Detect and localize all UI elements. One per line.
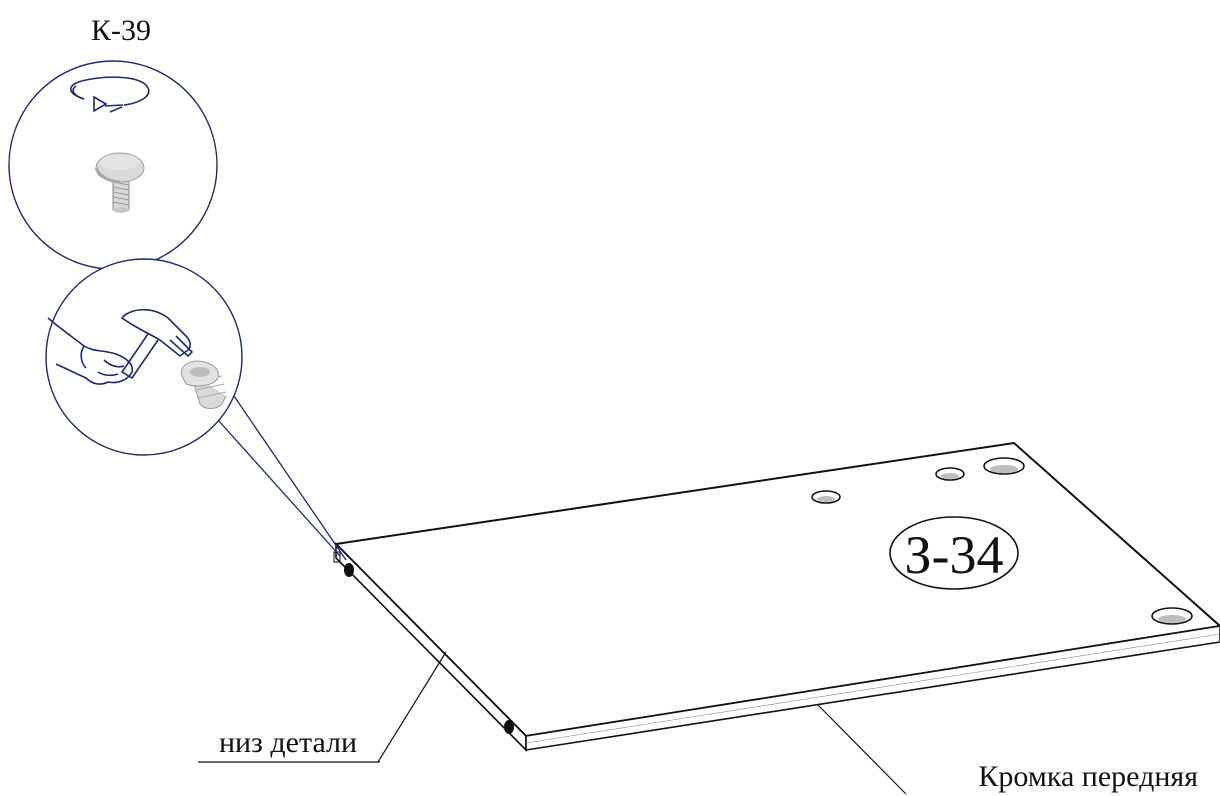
detail-circle-insert [45,258,347,561]
hole-small [935,467,965,481]
rotate-arrow-icon [69,76,150,113]
panel-front-edge [525,625,1220,751]
insert-dot [344,563,354,577]
furniture-insert-icon [180,360,227,409]
part-code-badge: З-34 [889,516,1019,590]
label-bottom-side: низ детали [198,651,447,763]
insert-dot [504,720,514,734]
hole-large [1151,607,1193,625]
hole-small [811,490,841,504]
leveling-foot-icon [94,152,145,213]
label-front-edge: Кромка передняя [817,704,1198,795]
callout-line [217,419,341,557]
callout-line [233,395,347,561]
hammer-icon [47,308,193,385]
panel [333,441,1220,752]
panel-holes [811,457,1193,625]
front-edge-label: Кромка передняя [978,760,1198,793]
part-code: З-34 [904,525,1003,585]
fastener-code: К-39 [91,14,151,47]
hole-large [983,457,1025,475]
detail-circle-adjuster [8,60,218,270]
bottom-side-label: низ детали [219,726,357,759]
